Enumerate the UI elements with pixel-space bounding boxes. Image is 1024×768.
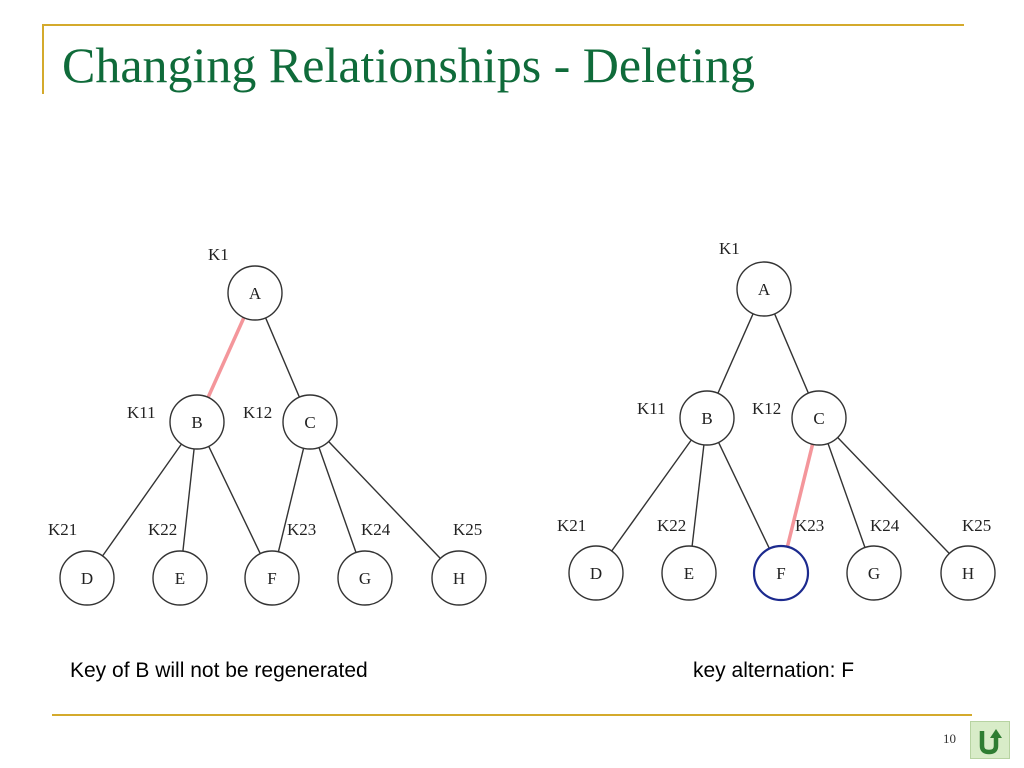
edge-c-f-left [277, 448, 305, 552]
node-d-label-right: D [590, 564, 602, 583]
node-c-key-label-right: K12 [752, 399, 781, 418]
node-g-key-label-right: K24 [870, 516, 900, 535]
node-d-circle-left [59, 550, 115, 606]
edge-b-d-left [102, 443, 182, 557]
node-f-key-label-right: K23 [795, 516, 824, 535]
node-e-label-right: E [684, 564, 694, 583]
edge-a-b-right [717, 313, 754, 394]
node-g-label-left: G [359, 569, 371, 588]
node-b-label-left: B [191, 413, 202, 432]
caption-right: key alternation: F [693, 659, 855, 682]
node-c-circle-right [791, 390, 847, 446]
edge-a-c-right [773, 313, 810, 394]
node-h-label-right: H [962, 564, 974, 583]
node-c-label-left: C [304, 413, 315, 432]
node-c-label-right: C [813, 409, 824, 428]
caption-left: Key of B will not be regenerated [70, 659, 368, 682]
return-arrow-icon [979, 729, 1002, 755]
top-rule [42, 24, 964, 26]
title-accent-rule [42, 24, 44, 94]
node-b-circle-right [679, 390, 735, 446]
node-f-label-right: F [776, 564, 785, 583]
node-h-key-label-right: K25 [962, 516, 991, 535]
node-h-label-left: H [453, 569, 465, 588]
return-button[interactable] [970, 721, 1010, 759]
edge-b-e-left [182, 448, 195, 552]
edge-c-h-left [328, 441, 441, 559]
node-g-key-label-left: K24 [361, 520, 391, 539]
node-f-circle-left [244, 550, 300, 606]
node-h-circle-left [431, 550, 487, 606]
bottom-rule [52, 714, 972, 716]
node-b-label-right: B [701, 409, 712, 428]
node-d-label-left: D [81, 569, 93, 588]
node-a-key-label-left: K1 [208, 245, 229, 264]
node-c-circle-left [282, 394, 338, 450]
node-g-circle-left [337, 550, 393, 606]
node-f-label-left: F [267, 569, 276, 588]
node-e-key-label-left: K22 [148, 520, 177, 539]
edge-c-h-right [837, 437, 950, 554]
page-number: 10 [943, 731, 956, 746]
node-e-label-left: E [175, 569, 185, 588]
node-d-circle-right [568, 545, 624, 601]
node-g-label-right: G [868, 564, 880, 583]
edge-c-g-left [318, 447, 357, 553]
node-f-key-label-left: K23 [287, 520, 316, 539]
node-a-key-label-right: K1 [719, 239, 740, 258]
node-a-circle-left [227, 265, 283, 321]
node-h-circle-right [940, 545, 996, 601]
edge-b-e-right [691, 444, 705, 547]
node-a-label-right: A [758, 280, 771, 299]
node-a-label-left: A [249, 284, 262, 303]
node-b-circle-left [169, 394, 225, 450]
node-d-key-label-right: K21 [557, 516, 586, 535]
node-d-key-label-left: K21 [48, 520, 77, 539]
node-e-circle-left [152, 550, 208, 606]
slide-title: Changing Relationships - Deleting [62, 37, 755, 93]
edge-b-d-right [611, 439, 692, 552]
node-f-circle-right [752, 544, 810, 602]
edge-c-g-right [827, 443, 866, 548]
node-a-circle-right [736, 261, 792, 317]
edge-b-f-right [717, 442, 771, 549]
node-e-key-label-right: K22 [657, 516, 686, 535]
node-b-key-label-right: K11 [637, 399, 666, 418]
edge-b-f-left [208, 445, 261, 555]
edge-a-c-left [264, 317, 301, 398]
node-g-circle-right [846, 545, 902, 601]
node-e-circle-right [661, 545, 717, 601]
node-h-key-label-left: K25 [453, 520, 482, 539]
removed-edge-c-f-right [785, 443, 815, 548]
removed-edge-a-b-left [206, 316, 246, 399]
node-c-key-label-left: K12 [243, 403, 272, 422]
node-b-key-label-left: K11 [127, 403, 156, 422]
